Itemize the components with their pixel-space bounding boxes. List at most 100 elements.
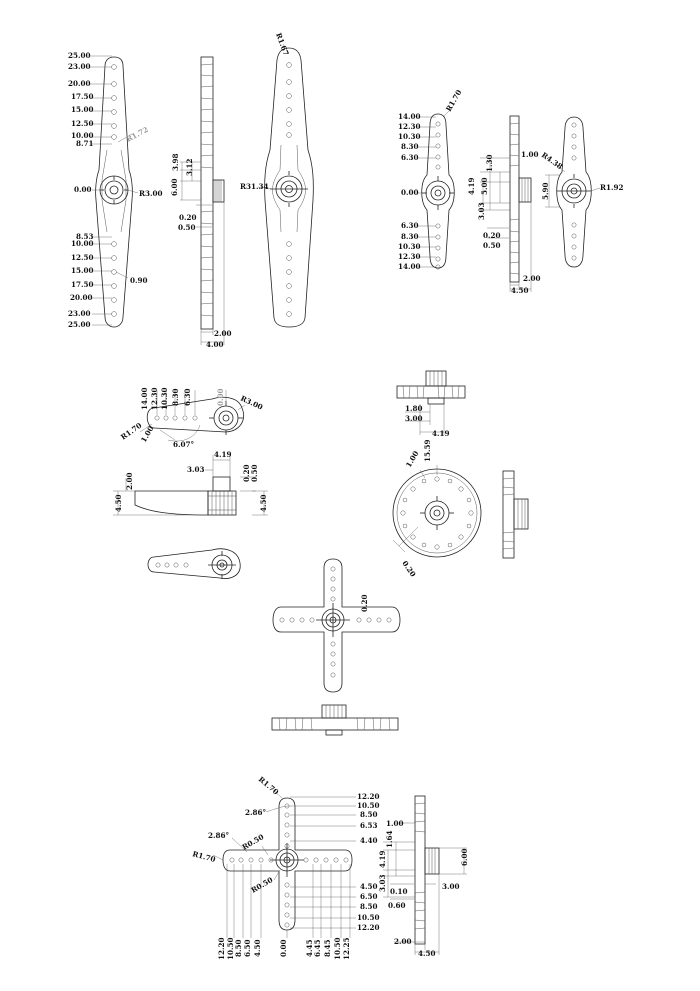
cross-bottom-side-view: 1.00 1.64 4.19 3.03 0.10 0.60 6.00 3.00 … <box>378 795 469 958</box>
cross-bottom-r-a: R0.50 <box>241 832 266 852</box>
single-top-4: 6.30 <box>183 388 192 406</box>
disc-side-b: 3.00 <box>405 414 423 423</box>
disc-side-a: 1.80 <box>405 404 423 413</box>
long-arm-tip-radius: R1.72 <box>125 125 150 144</box>
cross-bottom-right-0: 4.45 <box>305 939 314 957</box>
long-double-arm-front: 25.00 23.00 20.00 17.50 15.00 12.50 10.0… <box>68 51 162 329</box>
side-long-c: 6.00 <box>170 178 179 196</box>
cross-side-f: 0.60 <box>388 901 406 910</box>
side-long-d: 0.20 <box>179 213 197 222</box>
cross-side-j: 4.50 <box>418 949 436 958</box>
cross-side-e: 0.10 <box>390 887 408 896</box>
single-top-5: 0.00 <box>216 388 225 406</box>
side-med-b: 1.30 <box>485 154 494 172</box>
long-arm-label-5: 12.50 <box>71 119 94 128</box>
med-variant-b: 5.90 <box>541 182 550 200</box>
cross-side-h: 3.00 <box>442 882 460 891</box>
single-arm-side-view: 4.19 3.03 0.20 0.50 2.00 4.50 4.50 <box>113 450 268 516</box>
side-med-c: 5.00 <box>480 177 489 195</box>
long-arm-label-10: 10.00 <box>71 239 94 248</box>
single-side-a: 4.19 <box>214 450 232 459</box>
med-arm-label-0: 14.00 <box>398 112 421 121</box>
cross-right-upper-2: 8.50 <box>360 810 378 819</box>
long-arm-label-2: 20.00 <box>68 79 91 88</box>
single-side-d: 0.50 <box>250 464 259 482</box>
single-arm-angle: 6.07° <box>173 440 194 449</box>
single-top-2: 10.30 <box>160 387 169 410</box>
cross-bottom-left-3: 6.50 <box>243 939 252 957</box>
disc-front-c: 0.20 <box>400 559 417 579</box>
long-arm-label-0: 25.00 <box>68 51 91 60</box>
med-arm-label-4: 6.30 <box>401 153 419 162</box>
cross-front-view: 0.20 <box>272 558 401 693</box>
disc-front-view: 1.00 15.59 0.20 <box>392 439 482 579</box>
side-med-a: 1.00 <box>521 150 539 159</box>
cross-right-upper-3: 6.53 <box>360 821 378 830</box>
disc-front-b: 15.59 <box>423 439 432 462</box>
cross-side-a: 1.00 <box>386 819 404 828</box>
side-long-e: 0.50 <box>178 223 196 232</box>
long-arm-label-8: 0.00 <box>74 185 92 194</box>
single-side-e: 2.00 <box>125 472 134 490</box>
medium-arm-variant: R4.38 5.90 R1.92 <box>540 116 623 268</box>
cross-bottom-left-4: 4.50 <box>253 939 262 957</box>
cross-bottom-tip: R1.70 <box>257 775 281 797</box>
disc-side-c: 4.19 <box>432 429 450 438</box>
med-arm-label-1: 12.30 <box>398 122 421 131</box>
long-arm-label-3: 17.50 <box>71 92 94 101</box>
long-arm-label-14: 20.00 <box>70 293 93 302</box>
cross-right-upper-4: 4.40 <box>360 836 378 845</box>
side-med-i: 4.50 <box>511 286 529 295</box>
med-arm-tip: R1.70 <box>444 88 464 113</box>
cross-bottom-right-2: 8.45 <box>323 939 332 957</box>
side-med-d: 4.19 <box>467 177 476 195</box>
side-long-g: 4.00 <box>206 340 224 349</box>
cross-right-upper-1: 10.50 <box>357 801 380 810</box>
long-arm-label-13: 17.50 <box>71 280 94 289</box>
cross-side-view <box>271 704 399 736</box>
long-arm-label-16: 25.00 <box>68 320 91 329</box>
med-arm-label-8: 10.30 <box>398 242 421 251</box>
side-med-f: 0.20 <box>483 231 501 240</box>
single-arm-hub: R3.00 <box>239 394 264 412</box>
cross-bottom-left-0: 12.20 <box>217 937 226 960</box>
single-arm-top-view: 14.00 12.30 10.30 8.30 6.30 0.00 R3.00 R… <box>119 387 264 449</box>
disc-side-view: 1.80 3.00 4.19 <box>396 370 466 438</box>
long-arm-label-6: 10.00 <box>71 131 94 140</box>
med-variant-a: R4.38 <box>540 150 564 171</box>
cross-bottom-left-2: 8.50 <box>234 939 243 957</box>
med-arm-label-5: 0.00 <box>401 188 419 197</box>
long-arm-label-11: 12.50 <box>71 253 94 262</box>
med-arm-label-7: 8.30 <box>401 232 419 241</box>
cross-side-b: 1.64 <box>385 830 394 848</box>
cross-right-lower-3: 10.50 <box>357 913 380 922</box>
cross-right-lower-2: 8.50 <box>360 902 378 911</box>
cross-bottom-r-b: R0.50 <box>250 875 275 895</box>
cross-right-lower-1: 6.50 <box>360 892 378 901</box>
disc-front-a: 1.00 <box>404 449 421 469</box>
single-side-c: 0.20 <box>242 464 251 482</box>
cross-bottom-right-3: 10.50 <box>333 937 342 960</box>
single-side-f: 4.50 <box>114 494 123 512</box>
single-side-b: 3.03 <box>187 465 205 474</box>
long-arm-label-1: 23.00 <box>68 62 91 71</box>
cross-bottom-angle-b: 2.86° <box>208 831 229 840</box>
single-top-0: 14.00 <box>140 387 149 410</box>
long-arm-label-4: 15.00 <box>71 105 94 114</box>
single-arm-bottom-view <box>147 548 241 579</box>
medium-arm-side-view: 1.00 1.30 5.00 4.19 3.03 0.20 0.50 2.00 … <box>467 115 541 295</box>
long-variant-tip: R1.67 <box>274 32 290 57</box>
med-arm-label-6: 6.30 <box>401 221 419 230</box>
single-top-1: 12.30 <box>150 387 159 410</box>
side-med-e: 3.03 <box>477 202 486 220</box>
cross-side-c: 4.19 <box>378 850 387 868</box>
med-arm-label-10: 14.00 <box>398 262 421 271</box>
long-arm-label-12: 15.00 <box>71 266 94 275</box>
cross-right-lower-4: 12.20 <box>357 923 380 932</box>
med-arm-label-3: 8.30 <box>401 142 419 151</box>
cross-bottom-angle-a: 2.86° <box>245 808 266 817</box>
cross-bottom-front: R1.70 2.86° 2.86° R1.70 R0.50 R0.50 12.2… <box>191 775 379 960</box>
cross-bottom-right-4: 12.25 <box>342 937 351 960</box>
cross-bottom-right-1: 6.45 <box>313 939 322 957</box>
